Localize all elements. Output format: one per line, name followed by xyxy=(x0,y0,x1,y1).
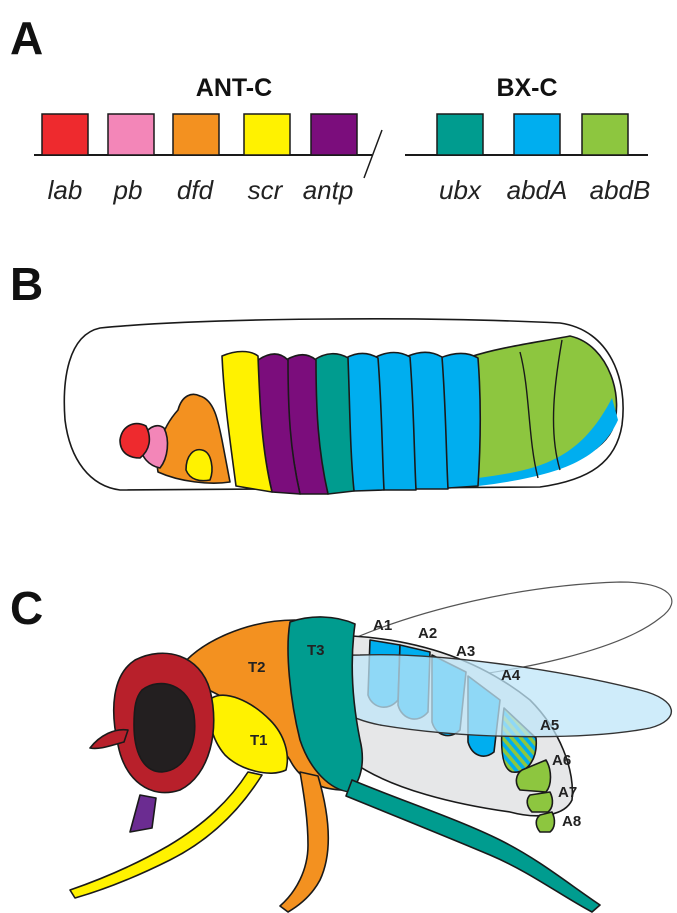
segment-label-a3: A3 xyxy=(456,643,475,660)
panel-a-letter: A xyxy=(10,12,43,64)
gene-label-pb: pb xyxy=(113,175,143,205)
embryo-lab-domain xyxy=(120,424,149,458)
segment-label-a1: A1 xyxy=(373,617,392,634)
panel-b-letter: B xyxy=(10,258,43,310)
fly xyxy=(70,582,672,912)
gene-box-lab xyxy=(42,114,88,155)
leg-t2 xyxy=(280,772,328,912)
gene-label-lab: lab xyxy=(48,175,83,205)
gene-box-scr xyxy=(244,114,290,155)
embryo-scr-lobe xyxy=(186,450,212,481)
gene-box-antp xyxy=(311,114,357,155)
gene-box-abda xyxy=(514,114,560,155)
proboscis xyxy=(130,795,156,832)
segment-label-a2: A2 xyxy=(418,625,437,642)
segment-label-t1: T1 xyxy=(250,732,268,749)
segment-label-t3: T3 xyxy=(307,642,325,659)
gene-box-abdb xyxy=(582,114,628,155)
ant-c-title: ANT-C xyxy=(196,74,272,102)
gene-label-dfd: dfd xyxy=(177,175,215,205)
embryo xyxy=(64,319,623,494)
gene-label-ubx: ubx xyxy=(439,175,482,205)
bx-c-title: BX-C xyxy=(496,74,557,102)
gene-box-group xyxy=(42,114,628,155)
compound-eye xyxy=(134,684,195,772)
gene-label-antp: antp xyxy=(303,175,354,205)
segment-label-a6: A6 xyxy=(552,752,571,769)
abdominal-segment-a8 xyxy=(536,812,554,832)
gene-box-ubx xyxy=(437,114,483,155)
segment-label-a5: A5 xyxy=(540,717,559,734)
segment-label-t2: T2 xyxy=(248,659,266,676)
panel-c-letter: C xyxy=(10,582,43,634)
segment-label-a4: A4 xyxy=(501,667,521,684)
abdominal-segment-a7 xyxy=(527,792,552,812)
gene-label-abdb: abdB xyxy=(590,175,651,205)
segment-label-a7: A7 xyxy=(558,784,577,801)
gene-label-abda: abdA xyxy=(507,175,568,205)
gene-box-dfd xyxy=(173,114,219,155)
segment-label-a8: A8 xyxy=(562,813,581,830)
gene-box-pb xyxy=(108,114,154,155)
gene-label-scr: scr xyxy=(248,175,284,205)
